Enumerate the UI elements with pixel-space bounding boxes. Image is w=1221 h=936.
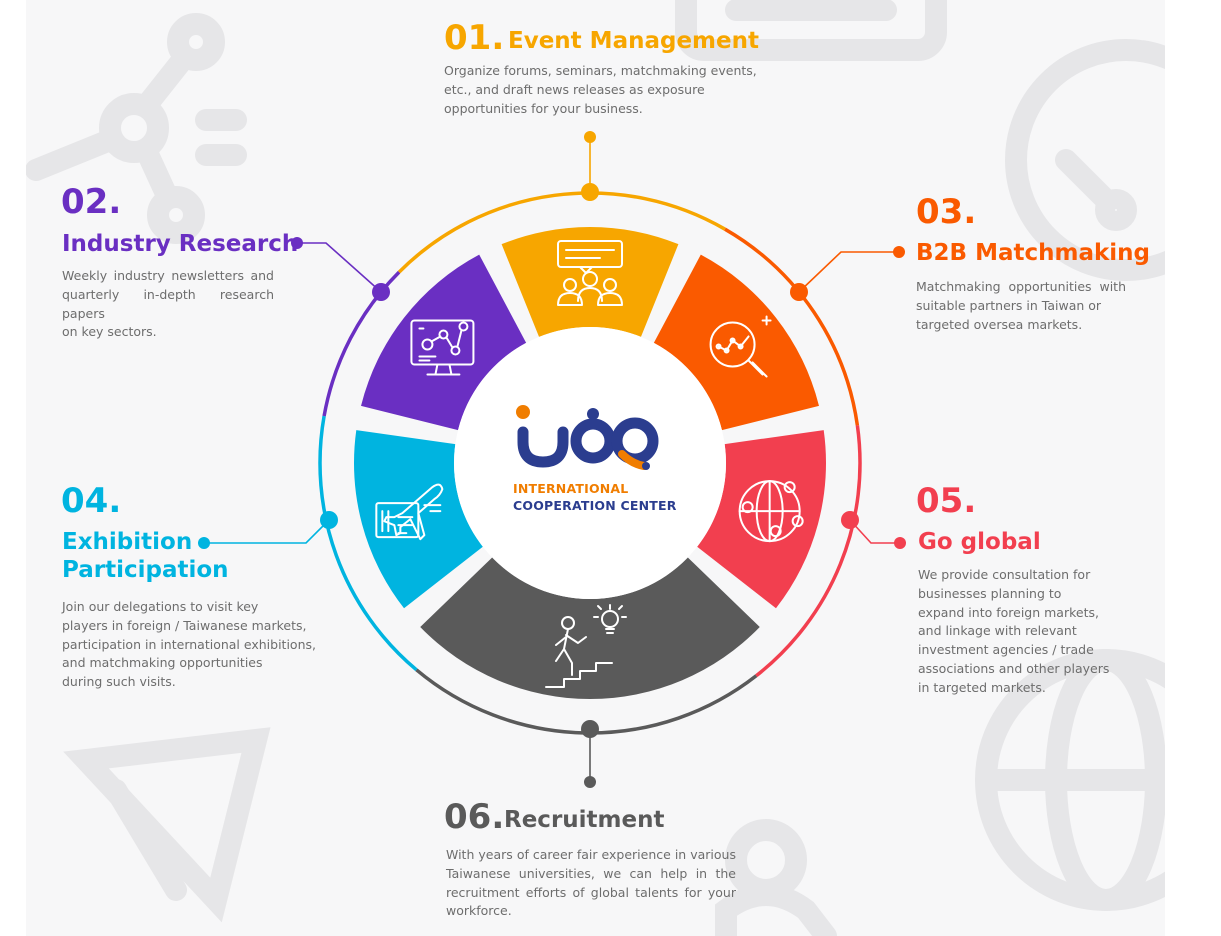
segment-recruitment [420,557,760,699]
connector-line-industry-research [297,242,382,293]
connector-line-exhibition-participation [204,519,330,544]
connector-dot [581,720,599,738]
desc-line: investment agencies / trade [918,642,1094,658]
desc-line: in targeted markets. [918,679,1046,695]
connector-dot [584,776,596,788]
desc-line: opportunities for your business. [444,100,643,116]
meeting-chat-icon [557,240,623,306]
desc-line: workforce. [446,903,512,919]
infographic-panel: INTERNATIONAL COOPERATION CENTER 01. Eve… [26,0,1165,936]
connector-dot [841,511,859,529]
desc-line: associations and other players [918,660,1110,676]
center-logo-mark [516,405,659,470]
section-number-04: 04. [61,481,122,521]
connector-dot [893,246,905,258]
connector-line-go-global [849,519,900,544]
connector-dot [198,537,210,549]
desc-line: Matchmaking opportunities with [916,279,1126,294]
desc-line: Organize forums, seminars, matchmaking e… [444,63,757,78]
desc-line: during such visits. [62,674,176,690]
center-title-line-1: INTERNATIONAL [513,481,629,496]
connector-dot [790,283,808,301]
segment-industry-research [361,254,527,431]
section-number-05: 05. [916,481,977,521]
climbing-stairs-idea-icon [545,604,627,688]
section-desc-event-management: Organize forums, seminars, matchmaking e… [444,62,757,118]
desc-line: targeted oversea markets. [916,316,1083,332]
globe-icon [975,649,1165,911]
background-icons [26,0,1165,936]
wheel-segments [354,227,826,699]
section-desc-recruitment: With years of career fair experience in … [446,846,736,921]
desc-line: Taiwanese universities, we can help in t… [446,865,736,881]
magnifier-chart-icon [709,315,772,378]
ring-arc-go-global [755,425,862,678]
connectors [198,131,906,788]
ring-arc-event-management [397,191,726,274]
section-number-01: 01. [444,18,505,58]
desc-line: We provide consultation for [918,567,1091,582]
desc-line: Weekly industry newsletters and [62,268,274,283]
desc-line: quarterly in-depth research papers [62,286,274,321]
desc-line: businesses planning to [918,585,1062,601]
desc-line: recruitment efforts of global talents fo… [446,884,736,900]
center-title-line-2: COOPERATION CENTER [513,498,677,513]
desc-line: and linkage with relevant [918,623,1077,639]
ring-arc-b2b-matchmaking [724,227,860,426]
section-desc-industry-research: Weekly industry newsletters and quarterl… [62,267,274,342]
desc-line: Join our delegations to visit key [62,599,259,614]
desc-line: and matchmaking opportunities [62,655,263,671]
desc-line: players in foreign / Taiwanese markets, [62,617,307,633]
connector-dot [894,537,906,549]
desc-line: participation in international exhibitio… [62,636,316,652]
desc-line: on key sectors. [62,324,157,340]
connector-line-b2b-matchmaking [798,251,899,293]
section-title-event-management: Event Management [508,28,759,54]
section-desc-exhibition-participation: Join our delegations to visit key player… [62,598,316,692]
globe-network-icon [738,480,804,543]
monitor-analytics-icon [410,319,475,376]
connector-dot [320,511,338,529]
connector-dot [581,183,599,201]
section-number-02: 02. [61,182,122,222]
services-wheel [198,131,906,788]
desc-line: suitable partners in Taiwan or [916,297,1102,313]
section-number-06: 06. [444,797,505,837]
desc-line: With years of career fair experience in … [446,847,736,862]
connector-dot [584,131,596,143]
globe-icon [1005,39,1165,281]
connector-dot [291,237,303,249]
section-title-industry-research: Industry Research [62,231,299,257]
section-title-exhibition: Exhibition [62,529,193,555]
person-icon [715,819,837,936]
section-title-go-global: Go global [918,529,1041,555]
segment-go-global [697,430,826,609]
airplane-icon [63,727,271,923]
desc-line: expand into foreign markets, [918,604,1099,620]
section-number-03: 03. [916,192,977,232]
chat-bubble-icon [675,0,947,61]
section-title-participation: Participation [62,557,229,583]
section-desc-b2b-matchmaking: Matchmaking opportunities with suitable … [916,278,1126,334]
section-desc-go-global: We provide consultation for businesses p… [918,566,1109,698]
section-title-recruitment: Recruitment [504,807,665,833]
ring-arc-exhibition-participation [318,415,418,672]
desc-line: etc., and draft news releases as exposur… [444,81,705,97]
network-icon [26,13,247,244]
connector-dot [372,283,390,301]
airplane-ticket-icon [375,483,444,541]
section-title-b2b-matchmaking: B2B Matchmaking [916,240,1150,266]
segment-event-management [501,227,679,337]
